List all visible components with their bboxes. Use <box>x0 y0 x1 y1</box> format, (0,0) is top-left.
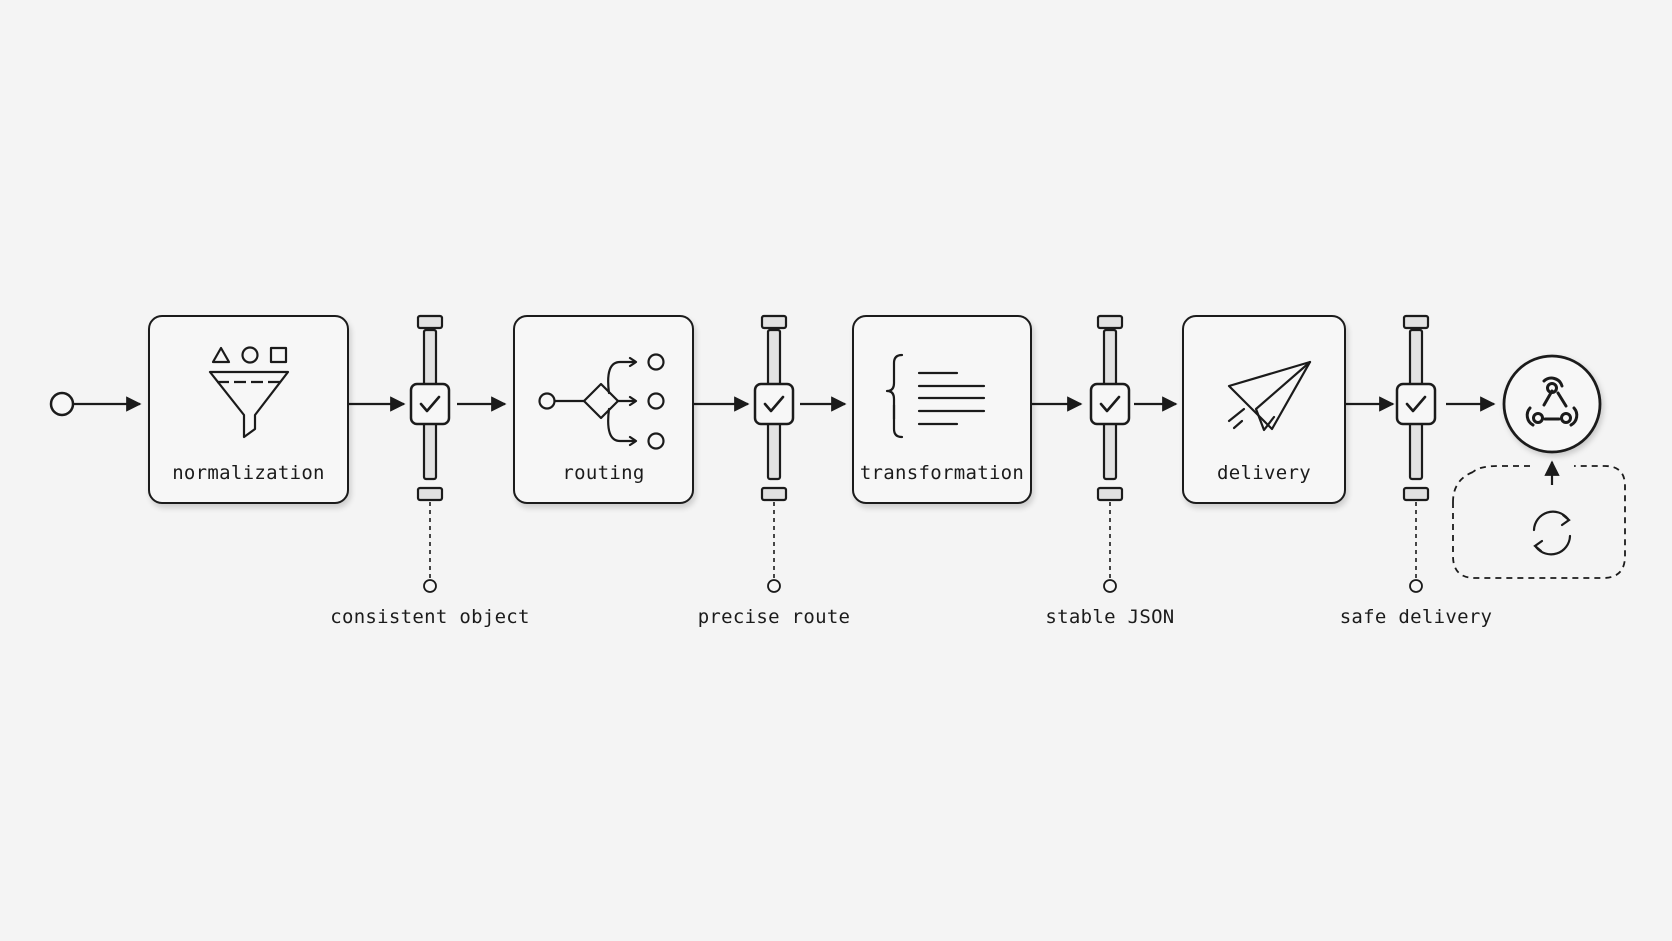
check-icon <box>1405 395 1427 413</box>
stage-label: delivery <box>1217 462 1311 484</box>
stage-label: transformation <box>859 462 1025 484</box>
paper-plane-icon <box>1227 360 1312 432</box>
funnel-icon <box>208 346 290 439</box>
checkpoint-label: safe delivery <box>1339 606 1493 628</box>
retry-loop <box>1452 460 1626 579</box>
check-icon <box>1099 395 1121 413</box>
stage-label: routing <box>562 462 645 484</box>
webhook-icon <box>1525 376 1579 427</box>
branch-icon <box>538 353 665 450</box>
stage-transformation: transformation <box>852 315 1032 504</box>
json-braces-icon <box>885 353 986 439</box>
stage-normalization: normalization <box>148 315 349 504</box>
checkpoint-label: consistent object <box>330 606 530 628</box>
refresh-cycle-icon <box>1532 510 1572 556</box>
stage-routing: routing <box>513 315 694 504</box>
checkpoint-gate <box>409 314 451 593</box>
checkpoint-gate <box>753 314 795 593</box>
checkpoint-gate <box>1089 314 1131 593</box>
start-node <box>49 391 75 417</box>
check-icon <box>419 395 441 413</box>
check-icon <box>763 395 785 413</box>
stage-delivery: delivery <box>1182 315 1346 504</box>
checkpoint-gate <box>1395 314 1437 593</box>
checkpoint-label: stable JSON <box>1045 606 1175 628</box>
stage-label: normalization <box>172 462 325 484</box>
checkpoint-label: precise route <box>697 606 851 628</box>
webhook-endpoint <box>1502 354 1602 454</box>
